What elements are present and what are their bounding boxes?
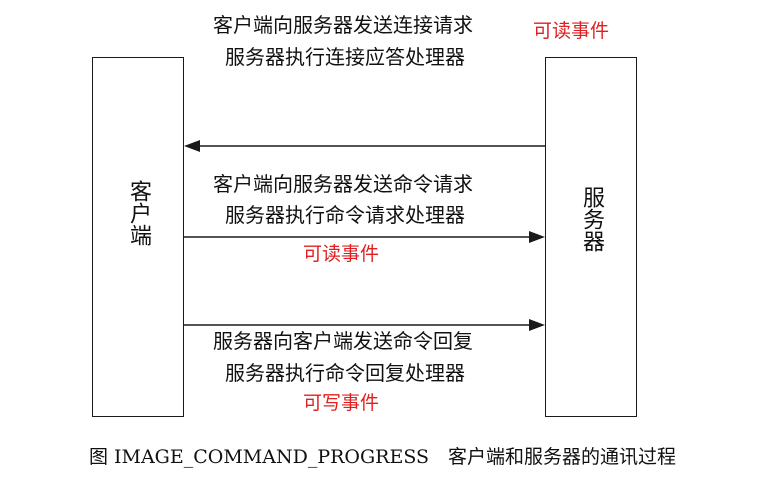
figure-caption: 图 IMAGE_COMMAND_PROGRESS 客户端和服务器的通讯过程 <box>88 446 677 468</box>
command-message-line1: 客户端向服务器发送命令请求 <box>213 172 473 196</box>
client-label: 客户端 <box>126 180 151 246</box>
server-box: 服务器 <box>545 57 637 417</box>
command-arrow <box>184 231 545 243</box>
reply-arrow <box>184 319 545 331</box>
reply-message-line2: 服务器执行命令回复处理器 <box>225 361 465 385</box>
command-event-label: 可读事件 <box>303 243 380 265</box>
command-message-line2: 服务器执行命令请求处理器 <box>225 203 465 227</box>
server-label: 服务器 <box>579 186 604 252</box>
connect-message-line2: 服务器执行连接应答处理器 <box>225 45 465 69</box>
connect-event-label: 可读事件 <box>533 20 610 42</box>
connect-message-line1: 客户端向服务器发送连接请求 <box>213 13 473 37</box>
reply-message-line1: 服务器向客户端发送命令回复 <box>213 329 473 353</box>
client-box: 客户端 <box>92 57 184 417</box>
reply-event-label: 可写事件 <box>303 392 380 414</box>
connect-arrow <box>184 140 545 152</box>
